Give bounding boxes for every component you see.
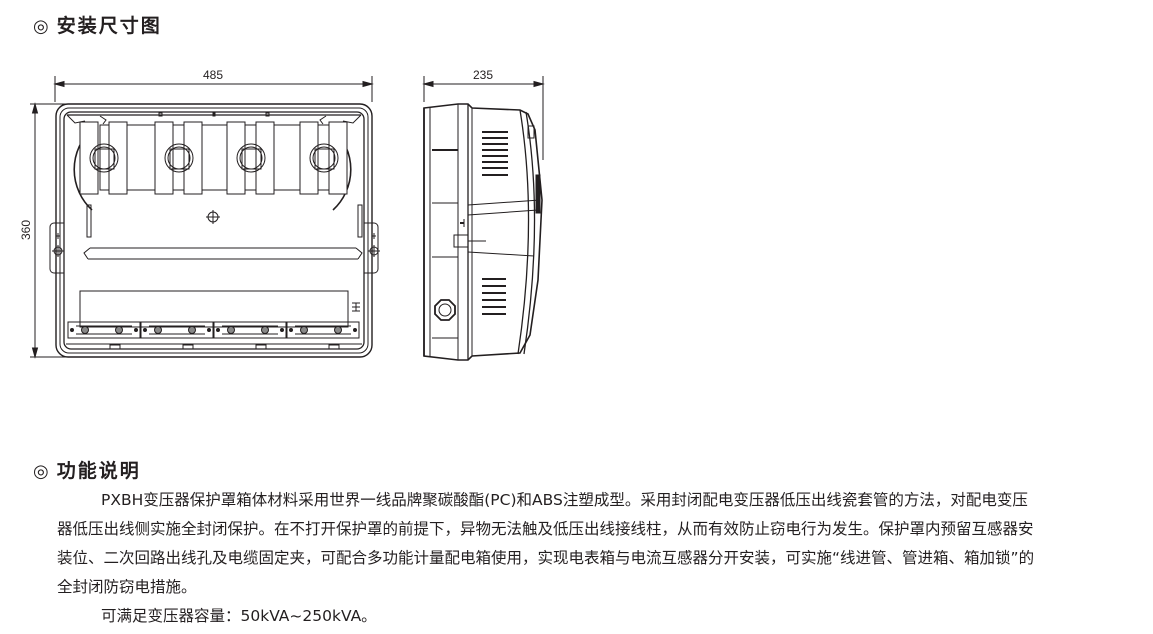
- depth-dimension-label: 235: [473, 68, 493, 82]
- height-dimension-label: 360: [20, 220, 33, 240]
- double-circle-icon: ◎: [33, 461, 51, 482]
- side-view-drawing: 235: [422, 68, 545, 361]
- function-description-heading: ◎功能说明: [33, 456, 141, 483]
- description-paragraph: PXBH变压器保护罩箱体材料采用世界一线品牌聚碳酸酯(PC)和ABS注塑成型。采…: [57, 491, 1035, 596]
- function-description-title: 功能说明: [56, 460, 141, 482]
- width-dimension-label: 485: [203, 68, 223, 82]
- install-dimensions-title: 安装尺寸图: [56, 15, 162, 37]
- capacity-paragraph: 可满足变压器容量：50kVA~250kVA。: [101, 607, 377, 625]
- function-description-body: PXBH变压器保护罩箱体材料采用世界一线品牌聚碳酸酯(PC)和ABS注塑成型。采…: [57, 486, 1037, 631]
- install-dimensions-heading: ◎安装尺寸图: [33, 11, 162, 38]
- front-view-drawing: 485 360: [20, 68, 380, 359]
- double-circle-icon: ◎: [33, 16, 51, 37]
